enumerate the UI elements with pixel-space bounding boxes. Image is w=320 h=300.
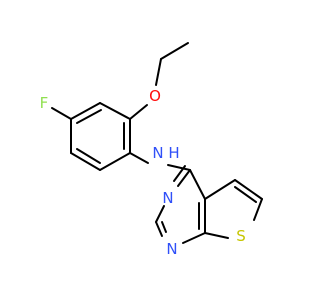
bond-thio-b <box>234 179 263 200</box>
bond-ring1-a <box>99 102 131 120</box>
molecule-svg: O F N H N N S <box>40 42 263 258</box>
bond-pyr-a <box>177 169 191 187</box>
bond-ring1-d-inner <box>76 148 101 164</box>
bond-c-f <box>51 107 72 120</box>
atom-fluorine: F <box>40 94 49 112</box>
bond-pyr-c-inner <box>161 221 167 233</box>
atom-amine-nitrogen: N <box>152 144 163 162</box>
atom-oxygen: O <box>149 87 161 105</box>
bond-pyr-d <box>182 232 206 244</box>
bond-ring1-d <box>70 152 101 171</box>
bond-thio-d <box>204 232 229 239</box>
bond-pyr-c <box>155 221 163 237</box>
bond-aryl-nh <box>129 152 149 164</box>
bond-ethyl-ch2-o <box>155 58 162 86</box>
bond-ring1-b-inner <box>76 109 102 124</box>
atom-pyrimidine-nitrogen-lower: N <box>166 240 177 258</box>
bond-ring1-b <box>70 102 101 120</box>
bond-o-aryl <box>129 104 148 120</box>
bond-pyr-a-inner <box>173 165 186 182</box>
bond-thio-a <box>204 179 236 200</box>
bond-nh-pyrimidine <box>167 164 191 171</box>
bond-ring1-e <box>99 152 131 171</box>
bond-ethyl-cc <box>160 42 189 60</box>
structure-diagram: O F N H N N S <box>39 42 263 258</box>
atom-sulfur: S <box>236 227 246 245</box>
bond-pyr-f <box>189 169 206 200</box>
bond-thio-b-inner <box>234 186 257 203</box>
atom-pyrimidine-nitrogen-upper: N <box>162 189 173 207</box>
bond-thio-c <box>253 198 263 221</box>
atom-amine-hydrogen: H <box>168 144 179 162</box>
bond-pyr-b <box>155 205 165 223</box>
